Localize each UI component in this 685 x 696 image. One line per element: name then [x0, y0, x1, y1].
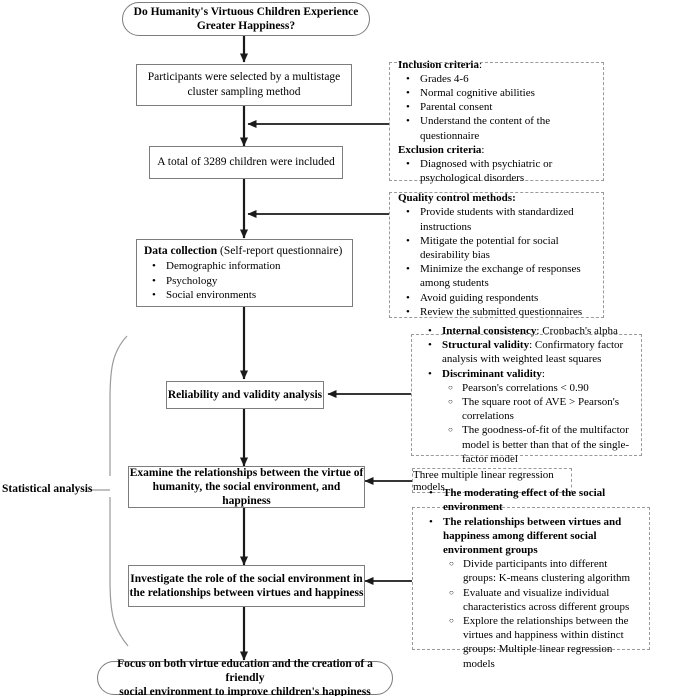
list-item: Avoid guiding respondents: [406, 291, 595, 305]
list-item: Grades 4-6: [406, 72, 595, 86]
list-item: Social environments: [152, 288, 345, 302]
validity-item-1-bold: Structural validity: [442, 339, 530, 352]
node-total-included[interactable]: A total of 3289 children were included: [149, 146, 343, 179]
social-env-sublist: Divide participants into different group…: [421, 557, 641, 671]
inclusion-criteria-list: Grades 4-6 Normal cognitive abilities Pa…: [398, 72, 595, 143]
node-sampling[interactable]: Participants were selected by a multista…: [136, 64, 352, 106]
exclusion-criteria-list: Diagnosed with psychiatric or psychologi…: [398, 157, 595, 185]
research-question-line1: Do Humanity's Virtuous Children Experien…: [133, 6, 359, 18]
list-item: Parental consent: [406, 100, 595, 114]
list-item: The goodness-of-fit of the multifactor m…: [448, 423, 633, 466]
list-item: Diagnosed with psychiatric or psychologi…: [406, 157, 595, 185]
list-item: Internal consistency: Cronbach's alpha: [428, 324, 633, 338]
discriminant-validity-sublist: Pearson's correlations < 0.90 The square…: [420, 381, 633, 466]
reliability-text: Reliability and validity analysis: [167, 389, 323, 401]
list-item: Provide students with standardized instr…: [406, 205, 595, 233]
panel-quality-control[interactable]: Quality control methods: Provide student…: [389, 192, 604, 319]
social-env-item-1-bold: The relationships between virtues and ha…: [443, 515, 622, 556]
list-item: Evaluate and visualize individual charac…: [449, 586, 641, 614]
statistical-analysis-bracket: [109, 335, 129, 647]
node-conclusion[interactable]: Focus on both virtue education and the c…: [97, 658, 393, 696]
data-collection-heading-bold: Data collection: [144, 245, 218, 258]
social-env-list: The moderating effect of the social envi…: [421, 486, 641, 557]
examine-line1: Examine the relationships between the vi…: [129, 467, 364, 479]
panel-validity[interactable]: Internal consistency: Cronbach's alpha S…: [411, 324, 642, 465]
inclusion-criteria-heading: Inclusion criteria:: [398, 58, 595, 72]
validity-item-0-bold: Internal consistency: [442, 324, 537, 337]
list-item: The square root of AVE > Pearson's corre…: [448, 395, 633, 423]
list-item: Divide participants into different group…: [449, 557, 641, 585]
list-item: Structural validity: Confirmatory factor…: [428, 338, 633, 366]
list-item: Review the submitted questionnaires: [406, 305, 595, 319]
list-item: Normal cognitive abilities: [406, 86, 595, 100]
node-reliability-validity[interactable]: Reliability and validity analysis: [166, 381, 324, 409]
total-included-text: A total of 3289 children were included: [157, 156, 335, 168]
data-collection-heading: Data collection (Self-report questionnai…: [144, 244, 345, 258]
list-item: Understand the content of the questionna…: [406, 114, 595, 142]
node-data-collection[interactable]: Data collection (Self-report questionnai…: [136, 239, 353, 307]
investigate-line1: Investigate the role of the social envir…: [130, 573, 363, 585]
list-item: Psychology: [152, 274, 345, 288]
research-question-line2: Greater Happiness?: [196, 20, 296, 32]
list-item: Explore the relationships between the vi…: [449, 614, 641, 671]
list-item: Discriminant validity:: [428, 367, 633, 381]
list-item: The relationships between virtues and ha…: [429, 515, 641, 558]
quality-control-list: Provide students with standardized instr…: [398, 205, 595, 319]
list-item: Minimize the exchange of responses among…: [406, 262, 595, 290]
validity-item-2-bold: Discriminant validity: [442, 367, 542, 380]
statistical-analysis-label: Statistical analysis: [2, 483, 93, 495]
exclusion-criteria-colon: :: [481, 143, 485, 156]
node-examine-relationships[interactable]: Examine the relationships between the vi…: [128, 466, 365, 508]
panel-social-environment[interactable]: The moderating effect of the social envi…: [412, 486, 650, 670]
sampling-line2: cluster sampling method: [187, 86, 301, 98]
examine-line2: humanity, the social environment, and ha…: [152, 481, 341, 507]
list-item: Mitigate the potential for social desira…: [406, 234, 595, 262]
sampling-line1: Participants were selected by a multista…: [147, 71, 341, 83]
inclusion-criteria-label: Inclusion criteria: [398, 58, 479, 71]
inclusion-criteria-colon: :: [478, 58, 483, 71]
investigate-line2: the relationships between virtues and ha…: [129, 587, 364, 599]
data-collection-heading-rest: (Self-report questionnaire): [217, 245, 343, 258]
node-investigate-role[interactable]: Investigate the role of the social envir…: [128, 565, 365, 607]
list-item: The moderating effect of the social envi…: [429, 486, 641, 514]
validity-item-2-rest: :: [541, 367, 545, 380]
social-env-item-0-bold: The moderating effect of the social envi…: [443, 487, 606, 514]
conclusion-line1: Focus on both virtue education and the c…: [117, 658, 373, 684]
panel-criteria[interactable]: Inclusion criteria: Grades 4-6 Normal co…: [389, 59, 604, 184]
validity-list: Internal consistency: Cronbach's alpha S…: [420, 324, 633, 381]
list-item: Demographic information: [152, 259, 345, 273]
exclusion-criteria-heading: Exclusion criteria:: [398, 143, 595, 157]
quality-control-heading: Quality control methods:: [398, 192, 516, 205]
conclusion-line2: social environment to improve children's…: [119, 686, 371, 696]
exclusion-criteria-label: Exclusion criteria: [398, 143, 482, 156]
node-research-question[interactable]: Do Humanity's Virtuous Children Experien…: [122, 2, 370, 36]
list-item: Pearson's correlations < 0.90: [448, 381, 633, 395]
validity-item-1-rest: : Confirmatory factor analysis with weig…: [442, 339, 624, 366]
data-collection-list: Demographic information Psychology Socia…: [144, 259, 345, 302]
validity-item-0-rest: : Cronbach's alpha: [536, 324, 618, 337]
